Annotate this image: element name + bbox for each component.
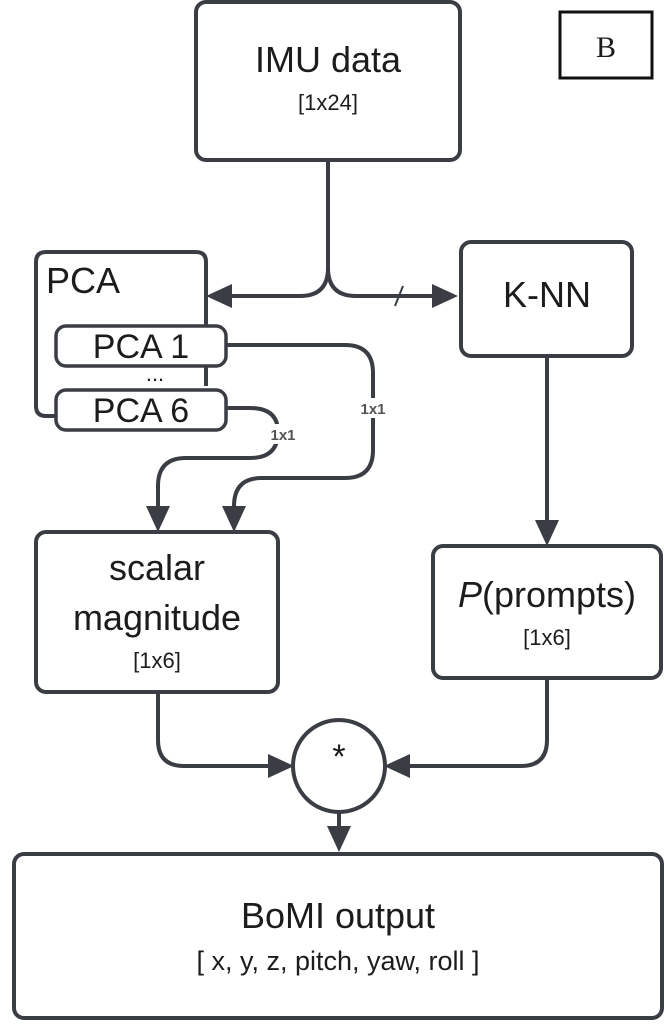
edge-label-pca1: 1x1 — [360, 401, 385, 418]
node-knn: K-NN — [459, 240, 634, 358]
arrowhead-pca6-scalar — [146, 506, 170, 532]
node-scalar-magnitude: scalar magnitude [1x6] — [34, 530, 280, 694]
node-bomi-output: BoMI output [ x, y, z, pitch, yaw, roll … — [12, 852, 664, 1020]
pca-bracket — [34, 250, 208, 418]
panel-label: B — [558, 10, 654, 80]
node-imu-data: IMU data [1x24] — [194, 0, 462, 162]
edge-labels: 1x1 1x1 — [262, 398, 394, 444]
arrowhead-knn-prompts — [535, 520, 559, 546]
panel-label-text: B — [596, 31, 616, 64]
pca-ellipsis: ... — [146, 361, 164, 386]
prompts-title: P(prompts) — [458, 574, 636, 615]
arrowhead-to-knn — [432, 284, 458, 308]
edge-scalar-to-multiply — [156, 692, 274, 768]
edge-pca6-to-scalar — [156, 406, 281, 512]
arrowhead-multiply-output — [327, 826, 351, 852]
pca-6-box — [54, 388, 228, 432]
scalar-dims: [1x6] — [133, 648, 181, 673]
arrowhead-prompts-multiply — [384, 754, 410, 778]
prompts-dims: [1x6] — [523, 625, 571, 650]
arrowhead-scalar-multiply — [268, 754, 294, 778]
edge-imu-to-knn — [326, 267, 438, 298]
edge-imu-trunk — [226, 160, 330, 298]
pca-title: PCA — [46, 260, 120, 301]
output-title: BoMI output — [241, 895, 435, 936]
node-multiply: * — [291, 718, 387, 814]
output-dims: [ x, y, z, pitch, yaw, roll ] — [196, 946, 479, 976]
pca-6-label: PCA 6 — [93, 392, 189, 430]
knn-title: K-NN — [503, 274, 591, 315]
imu-dims: [1x24] — [298, 90, 358, 115]
prompts-italic: P — [458, 574, 482, 615]
scalar-line2: magnitude — [73, 597, 241, 638]
edge-prompts-to-multiply — [404, 678, 549, 768]
pca-1-label: PCA 1 — [93, 328, 189, 366]
scalar-line1: scalar — [109, 547, 205, 588]
multiply-symbol: * — [332, 738, 345, 776]
edge-pca1-to-scalar — [226, 343, 375, 512]
imu-title: IMU data — [255, 39, 402, 80]
pca-1-box — [54, 324, 228, 368]
arrowhead-pca1-scalar — [222, 506, 246, 532]
node-pca: PCA PCA 1 ... PCA 6 — [34, 250, 228, 432]
connectors — [146, 160, 559, 852]
prompts-rest: (prompts) — [482, 574, 636, 615]
node-prompts: P(prompts) [1x6] — [431, 544, 663, 680]
arrowhead-to-pca — [206, 284, 232, 308]
edge-break-mark — [394, 285, 404, 307]
edge-label-pca6: 1x1 — [270, 427, 295, 444]
